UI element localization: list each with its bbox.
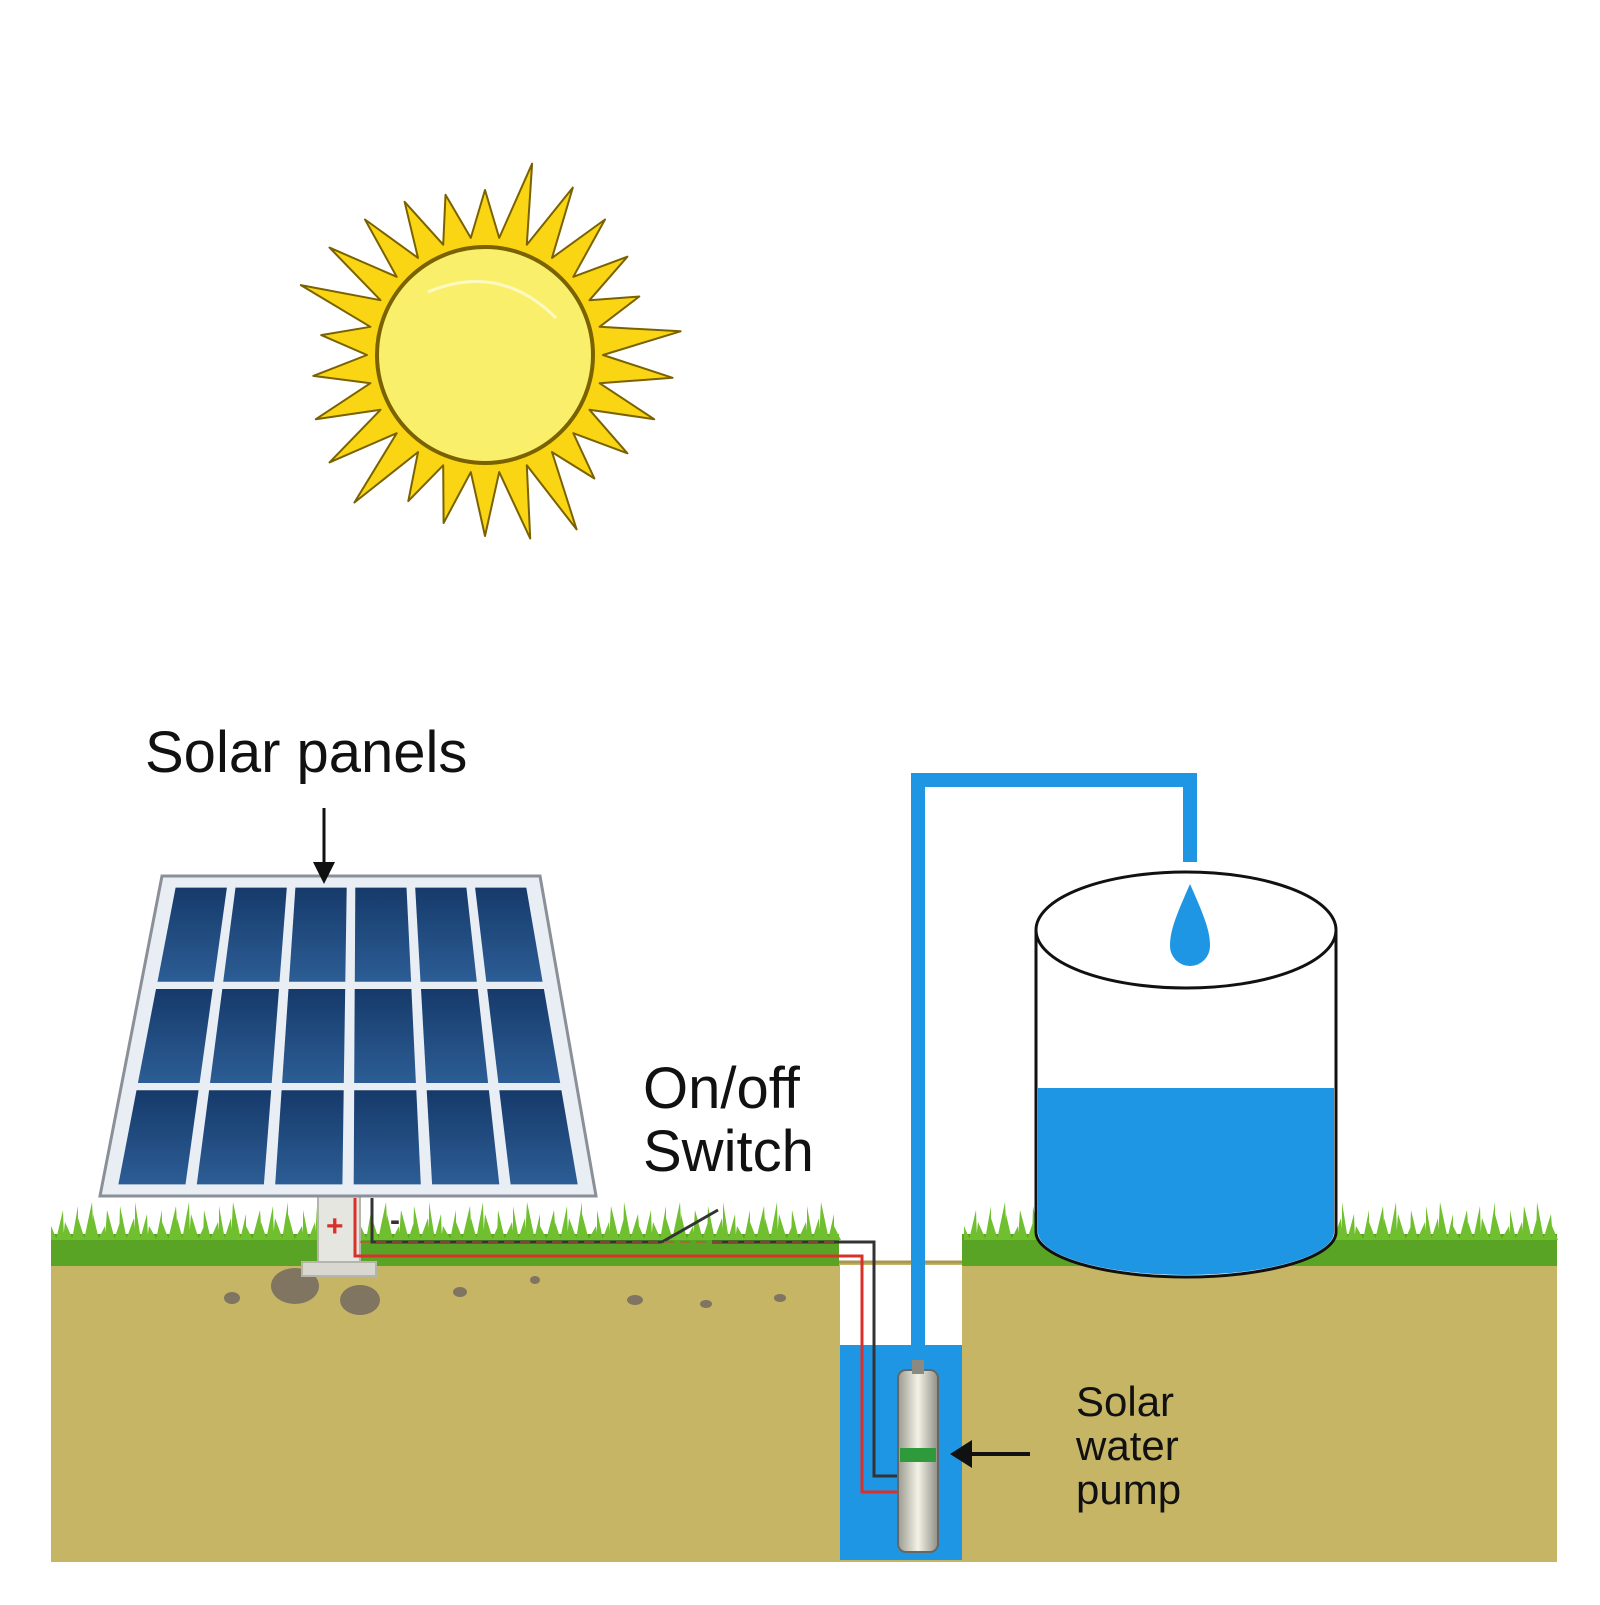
sun-icon bbox=[299, 162, 682, 540]
water-tank bbox=[1034, 870, 1338, 1279]
panel-cell bbox=[196, 1090, 272, 1185]
panel-cell bbox=[354, 887, 412, 982]
panel-arrow bbox=[313, 808, 335, 884]
switch-lever bbox=[661, 1208, 719, 1244]
water-drop bbox=[1170, 884, 1210, 966]
switch-label-line-2: Switch bbox=[643, 1118, 814, 1184]
panel-cell bbox=[487, 989, 561, 1083]
panel-cell bbox=[354, 989, 416, 1083]
solar-panel bbox=[98, 874, 598, 1198]
pump-label-line-1: Solar bbox=[1076, 1378, 1175, 1425]
panel-cell bbox=[118, 1090, 199, 1185]
panel-cell bbox=[499, 1090, 578, 1185]
solar-water-pump bbox=[897, 1360, 939, 1553]
pump-label-line-2: water bbox=[1076, 1422, 1179, 1470]
solar-panels-label: Solar panels bbox=[145, 720, 468, 785]
panel-cell bbox=[157, 887, 227, 982]
negative-terminal: - bbox=[390, 1204, 400, 1237]
panel-cell bbox=[415, 887, 477, 982]
panel-cell bbox=[289, 887, 347, 982]
pump-arrow bbox=[950, 1440, 1030, 1468]
positive-terminal: + bbox=[326, 1210, 344, 1243]
panel-cell bbox=[210, 989, 279, 1083]
panel-cell bbox=[475, 887, 543, 982]
panel-cell bbox=[275, 1090, 344, 1185]
panel-cell bbox=[353, 1090, 421, 1185]
wires bbox=[353, 1198, 908, 1494]
solar-water-pump-label: Solar water pump bbox=[1076, 1378, 1182, 1514]
wire-positive bbox=[353, 1198, 908, 1494]
soil-ground bbox=[51, 1262, 1557, 1562]
switch-label-line-1: On/off bbox=[643, 1056, 800, 1121]
on-off-switch-label: On/off Switch bbox=[643, 1056, 814, 1184]
arrows bbox=[313, 808, 1030, 1468]
panel-cell bbox=[137, 989, 213, 1083]
panel-stand bbox=[301, 1195, 377, 1277]
wire-negative bbox=[370, 1198, 662, 1244]
panel-cell bbox=[426, 1090, 500, 1185]
panel-cell bbox=[421, 989, 489, 1083]
panel-cell bbox=[282, 989, 346, 1083]
panel-cell bbox=[223, 887, 287, 982]
pump-label-line-3: pump bbox=[1076, 1466, 1182, 1514]
water-pipe bbox=[911, 773, 1197, 1378]
